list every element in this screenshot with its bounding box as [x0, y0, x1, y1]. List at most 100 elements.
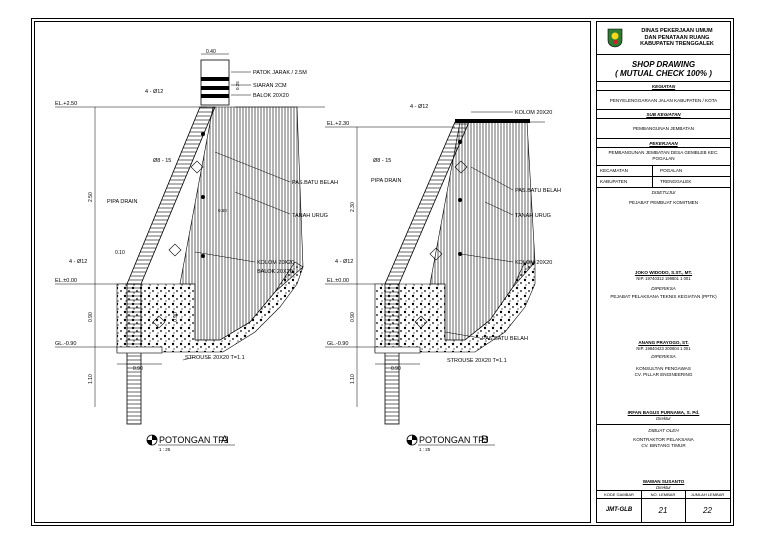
- label-kolom-top-b: KOLOM 20X20: [515, 110, 552, 116]
- footing-b: [374, 346, 421, 354]
- symbol-a3: [152, 315, 166, 329]
- label-el-top-b: EL.+2.30: [327, 121, 349, 127]
- ppk-role: PEJABAT PEMBUAT KOMITMEN: [628, 200, 699, 205]
- pekerjaan-label: PEKERJAAN: [597, 139, 730, 148]
- patok-band2: [201, 86, 229, 90]
- kontraktor-company: CV. BINTANG TIMUR: [641, 443, 686, 448]
- tb-shop-drawing: SHOP DRAWING ( MUTUAL CHECK 100% ): [597, 55, 730, 82]
- institution-name: DINAS PEKERJAAN UMUM DAN PENATAAN RUANG …: [627, 28, 727, 48]
- konsultan-company: CV. PILLAR ENGINEERING: [634, 372, 693, 377]
- label-rebar-b-top: 4 - Ø12: [410, 104, 428, 110]
- jumlah-lembar-label: JUMLAH LEMBAR: [690, 492, 725, 497]
- symbol-a2: [168, 243, 182, 257]
- trenggalek-logo-icon: [607, 28, 623, 48]
- label-width-010: 0.10: [115, 250, 125, 256]
- dim-110-a: 1.10: [88, 374, 94, 384]
- disetujui-label: DISETUJUI: [651, 190, 676, 195]
- konsultan-title: Direktur: [656, 416, 671, 421]
- ppk-block: DISETUJUI PEJABAT PEMBUAT KOMITMEN JOKO …: [597, 188, 730, 288]
- label-tanah-a: TANAH URUG: [292, 213, 328, 219]
- leader-kolom-a: [194, 251, 256, 263]
- shop-drawing-title: SHOP DRAWING: [631, 60, 696, 69]
- label-kolom-b: KOLOM 20X20: [515, 260, 552, 266]
- dim-025-a: 0.25: [235, 81, 240, 90]
- pekerjaan-value: PEMBANGUNAN JEMBATAN DESA GEMBLEB KEC. P…: [597, 148, 730, 166]
- patok-band3: [201, 94, 229, 98]
- pptk-role: PEJABAT PELAKSANA TEKNIS KEGIATAN (PPTK): [610, 294, 717, 299]
- diperiksa2-label: DIPERIKSA: [651, 354, 676, 359]
- label-width-base-a: 0.90: [133, 366, 143, 372]
- kabupaten-row: KABUPATEN TRENGGALEK: [597, 177, 730, 188]
- section-marker-a-fill: [152, 435, 157, 440]
- kecamatan-row: KECAMATAN POGALAN: [597, 166, 730, 188]
- dim-230-b: 2.30: [350, 202, 356, 212]
- pile-b: [384, 283, 400, 425]
- label-el-bottom-a: GL.-0.90: [55, 341, 76, 347]
- konsultan-name: IRFAN BAGUS PURNAMA, S. Pd.: [627, 410, 700, 415]
- dim-090b-a: 0.90: [173, 312, 179, 322]
- kegiatan-label: KEGIATAN: [597, 82, 730, 91]
- dim-090-b: 0.90: [350, 312, 356, 322]
- label-pasbatu-b2: PAS.BATU BELAH: [482, 336, 528, 342]
- label-pasbatu-a: PAS.BATU BELAH: [292, 180, 338, 186]
- dim-top-width-text: 0.40: [206, 49, 216, 55]
- footing-a: [116, 346, 163, 354]
- label-rebar-b-bottom: 4 - Ø12: [335, 259, 353, 265]
- dim-250-a: 2.50: [88, 192, 94, 202]
- kabupaten-label: KABUPATEN: [600, 179, 628, 184]
- label-rebar-a-bottom: 4 - Ø12: [69, 259, 87, 265]
- caption-letter-a: A: [221, 434, 229, 446]
- kecamatan-value: POGALAN: [660, 168, 683, 173]
- label-pipa-drain-b: PIPA DRAIN: [371, 178, 401, 184]
- symbol-b3: [414, 315, 428, 329]
- kabupaten-value: TRENGGALEK: [660, 179, 692, 184]
- section-b: EL.+2.30 4 - Ø12 KOLOM 20X20 Ø8 - 15 PIP…: [325, 104, 561, 452]
- jumlah-lembar-value: 22: [703, 506, 712, 515]
- label-balok-top: BALOK 20X20: [253, 93, 289, 99]
- dim-110-b: 1.10: [350, 374, 356, 384]
- leader-pasbatu-b: [470, 166, 514, 191]
- no-lembar-label: NO. LEMBAR: [650, 492, 676, 497]
- label-el-zero-a: EL.±0.00: [55, 278, 77, 284]
- drain-hole-b2: [458, 198, 462, 202]
- leader-tanah-a: [234, 191, 291, 215]
- drain-hole-b1: [458, 140, 462, 144]
- label-patok: PATOK JARAK / 2.5M: [253, 70, 307, 76]
- sub-kegiatan-label: SUB KEGIATAN: [597, 110, 730, 119]
- kode-gambar-value: JMT-GLB: [605, 507, 633, 513]
- no-lembar-value: 21: [658, 506, 668, 515]
- leader-tanah-b: [484, 201, 514, 216]
- tb-header: DINAS PEKERJAAN UMUM DAN PENATAAN RUANG …: [597, 22, 730, 55]
- dim-090-a: 0.90: [88, 312, 94, 322]
- leader-kolom-b: [460, 253, 514, 263]
- caption-a: POTONGAN TPJ: [159, 435, 229, 445]
- kecamatan-divider: [652, 166, 653, 188]
- pile-a: [126, 283, 142, 425]
- patok-band1: [201, 77, 229, 81]
- symbol-b2: [429, 247, 443, 261]
- label-siaran: SIARAN 2CM: [253, 83, 287, 89]
- konsultan-role: KONSULTAN PENGAWAS: [636, 366, 691, 371]
- section-marker-b-fill: [412, 435, 417, 440]
- label-pipa-drain-a: PIPA DRAIN: [107, 199, 137, 205]
- ppk-name: JOKO WIDODO, S.ST., MT.: [634, 270, 693, 275]
- label-balok-a: BALOK 20X20: [257, 269, 293, 275]
- label-strouse-b: STROUSE 20X20 T=1.1: [447, 358, 507, 364]
- drain-hole-a1: [201, 132, 205, 136]
- label-rebar-8d15-a: Ø8 - 15: [153, 158, 171, 164]
- drain-hole-a3: [201, 254, 205, 258]
- symbol-b1: [454, 160, 468, 174]
- caption-letter-b: B: [481, 434, 488, 446]
- pptk-nip: NIP. 19840423 200604 1 001: [636, 346, 691, 351]
- drain-hole-b3: [458, 252, 462, 256]
- leader-pasbatu-b2: [444, 331, 481, 339]
- label-el-bottom-b: GL.-0.90: [327, 341, 348, 347]
- dibuat-label: DIBUAT OLEH: [648, 428, 679, 433]
- label-pasbatu-b: PAS.BATU BELAH: [515, 188, 561, 194]
- code-divider-1: [641, 490, 642, 522]
- institution-line-2: DAN PENATAAN RUANG: [644, 34, 710, 41]
- label-el-top-a: EL.+2.50: [55, 101, 77, 107]
- code-value-row: JMT-GLB 21 22: [597, 499, 730, 522]
- kontraktor-title: Direktur: [656, 485, 671, 490]
- label-strouse-a: STROUSE 20X20 T=1.1: [185, 355, 245, 361]
